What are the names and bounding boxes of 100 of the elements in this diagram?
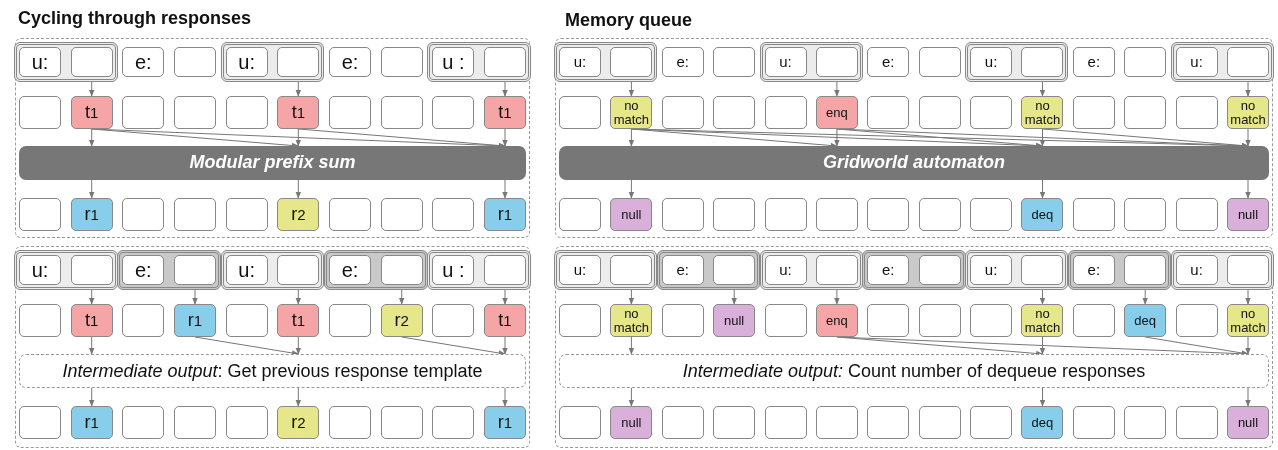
token-box bbox=[1175, 96, 1218, 129]
token-box bbox=[815, 198, 858, 231]
token-box bbox=[1124, 47, 1167, 77]
token-box bbox=[122, 96, 165, 129]
token-box bbox=[225, 304, 268, 337]
arrow bbox=[1039, 81, 1046, 97]
token-pair-frame bbox=[1170, 42, 1274, 82]
token-box bbox=[329, 96, 371, 129]
token-box bbox=[1227, 47, 1269, 77]
token-box bbox=[970, 198, 1013, 231]
arrow bbox=[295, 387, 302, 407]
token-box: u: bbox=[1175, 47, 1218, 77]
arrow bbox=[628, 128, 635, 147]
token-box: e: bbox=[122, 255, 165, 285]
token-box bbox=[1175, 304, 1218, 337]
token-box bbox=[661, 406, 704, 439]
arrow bbox=[88, 387, 95, 407]
token-box bbox=[559, 406, 601, 439]
token-box bbox=[432, 406, 475, 439]
token-pair-frame bbox=[117, 250, 221, 290]
arrow bbox=[502, 336, 508, 355]
token-box bbox=[1072, 198, 1115, 231]
token-box bbox=[713, 96, 756, 129]
token-box bbox=[815, 47, 858, 77]
token-box bbox=[380, 406, 423, 439]
token-box bbox=[1124, 255, 1167, 285]
token-pair-frame bbox=[554, 42, 658, 82]
token-box bbox=[918, 255, 961, 285]
token-box bbox=[918, 406, 961, 439]
token-box: u: bbox=[764, 255, 807, 285]
token-box bbox=[918, 96, 961, 129]
token-box: e: bbox=[329, 255, 371, 285]
arrow bbox=[628, 179, 635, 199]
token-box bbox=[764, 198, 807, 231]
token-box: u: bbox=[559, 255, 601, 285]
token-pair-frame bbox=[427, 250, 531, 290]
panel-frame bbox=[555, 246, 1273, 448]
arrow bbox=[1039, 387, 1046, 407]
token-box bbox=[764, 304, 807, 337]
arrow bbox=[192, 289, 198, 305]
token-box bbox=[713, 255, 756, 285]
arrow bbox=[1142, 289, 1148, 305]
panel-heading: Memory queue bbox=[565, 10, 693, 31]
token-pair-frame bbox=[656, 250, 761, 290]
arrow bbox=[1245, 387, 1251, 407]
panel-frame bbox=[15, 38, 530, 238]
token-box bbox=[277, 47, 320, 77]
token-box bbox=[70, 255, 113, 285]
token-box: u: bbox=[764, 47, 807, 77]
arrow bbox=[502, 387, 508, 407]
arrow bbox=[88, 128, 95, 147]
token-box bbox=[713, 198, 756, 231]
token-box bbox=[432, 198, 475, 231]
token-pair-frame bbox=[965, 42, 1069, 82]
arrow bbox=[834, 128, 840, 147]
token-box: e: bbox=[329, 47, 371, 77]
token-box bbox=[225, 406, 268, 439]
token-box bbox=[225, 198, 268, 231]
arrow bbox=[628, 336, 635, 355]
token-box: enq bbox=[815, 96, 858, 129]
token-box bbox=[19, 406, 61, 439]
token-box bbox=[1124, 198, 1167, 231]
arrow bbox=[1245, 81, 1251, 97]
token-box bbox=[918, 198, 961, 231]
token-box: enq bbox=[815, 304, 858, 337]
token-box: e: bbox=[661, 255, 704, 285]
arrow bbox=[295, 336, 302, 355]
arrow bbox=[502, 81, 508, 97]
token-box bbox=[1175, 198, 1218, 231]
token-pair-frame bbox=[1067, 250, 1172, 290]
token-box bbox=[329, 304, 371, 337]
token-box bbox=[764, 406, 807, 439]
token-box: null bbox=[1227, 198, 1269, 231]
token-box: u: bbox=[19, 47, 61, 77]
token-box: e: bbox=[867, 47, 910, 77]
arrow bbox=[1245, 289, 1251, 305]
token-box bbox=[380, 47, 423, 77]
arrow bbox=[295, 81, 302, 97]
token-box bbox=[867, 96, 910, 129]
arrow bbox=[295, 289, 302, 305]
arrow bbox=[1039, 128, 1046, 147]
token-box bbox=[867, 304, 910, 337]
token-pair-frame bbox=[554, 250, 658, 290]
token-box: deq bbox=[1021, 198, 1064, 231]
token-box bbox=[380, 198, 423, 231]
token-box bbox=[484, 47, 526, 77]
arrow bbox=[88, 336, 95, 355]
token-pair-frame bbox=[220, 42, 325, 82]
token-pair-frame bbox=[759, 42, 863, 82]
token-box bbox=[1072, 304, 1115, 337]
panel-frame bbox=[555, 38, 1273, 238]
process-bar: Gridworld automaton bbox=[559, 146, 1269, 180]
token-pair-frame bbox=[965, 250, 1069, 290]
panel-heading: Cycling through responses bbox=[18, 8, 252, 29]
token-box bbox=[1227, 255, 1269, 285]
token-box: u : bbox=[432, 255, 475, 285]
token-box bbox=[174, 96, 216, 129]
token-box bbox=[174, 255, 216, 285]
token-box: u: bbox=[1175, 255, 1218, 285]
arrow bbox=[628, 387, 635, 407]
